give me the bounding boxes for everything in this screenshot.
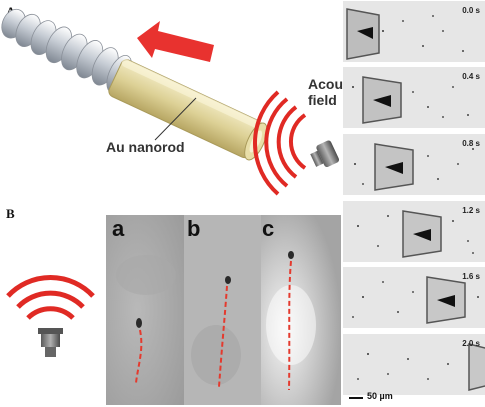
motor-a <box>136 318 142 328</box>
subpanel-label-a: a <box>112 216 125 241</box>
trajectory-a <box>135 329 143 384</box>
frame-time-2: 0.8 s <box>462 139 480 148</box>
scale-bar-line <box>349 397 363 399</box>
label-acoustic: Acoustic <box>308 76 343 92</box>
trajectory-b <box>218 285 228 388</box>
frame-2: 0.8 s <box>343 134 485 195</box>
frame-time-0: 0.0 s <box>462 6 480 15</box>
motor-b <box>225 276 231 284</box>
acoustic-waves-b-icon <box>6 274 95 320</box>
label-field: field <box>308 92 337 108</box>
panel-b-micrographs <box>106 215 341 405</box>
frame-time-3: 1.2 s <box>462 206 480 215</box>
subpanel-label-c: c <box>262 216 275 241</box>
trajectory-c <box>288 260 292 391</box>
acoustic-waves-icon <box>253 90 307 196</box>
frame-4: 1.6 s <box>343 267 485 328</box>
scale-bar-label: 50 µm <box>367 391 393 401</box>
speaker-icon <box>310 140 340 168</box>
frame-time-1: 0.4 s <box>462 72 480 81</box>
frame-5: 2.0 s <box>343 334 485 395</box>
frame-time-5: 2.0 s <box>462 339 480 348</box>
motor-c <box>288 251 294 259</box>
frame-0: 0.0 s <box>343 1 485 62</box>
nanomotor-illustration <box>1 8 340 196</box>
frame-1: 0.4 s <box>343 67 485 128</box>
frame-time-4: 1.6 s <box>462 272 480 281</box>
panel-b-speaker <box>6 274 95 357</box>
panel-letter-b: B <box>6 206 15 221</box>
subpanel-label-b: b <box>187 216 201 241</box>
motion-arrow-icon <box>137 21 214 62</box>
label-au-nanorod: Au nanorod <box>106 139 185 155</box>
frame-3: 1.2 s <box>343 201 485 262</box>
